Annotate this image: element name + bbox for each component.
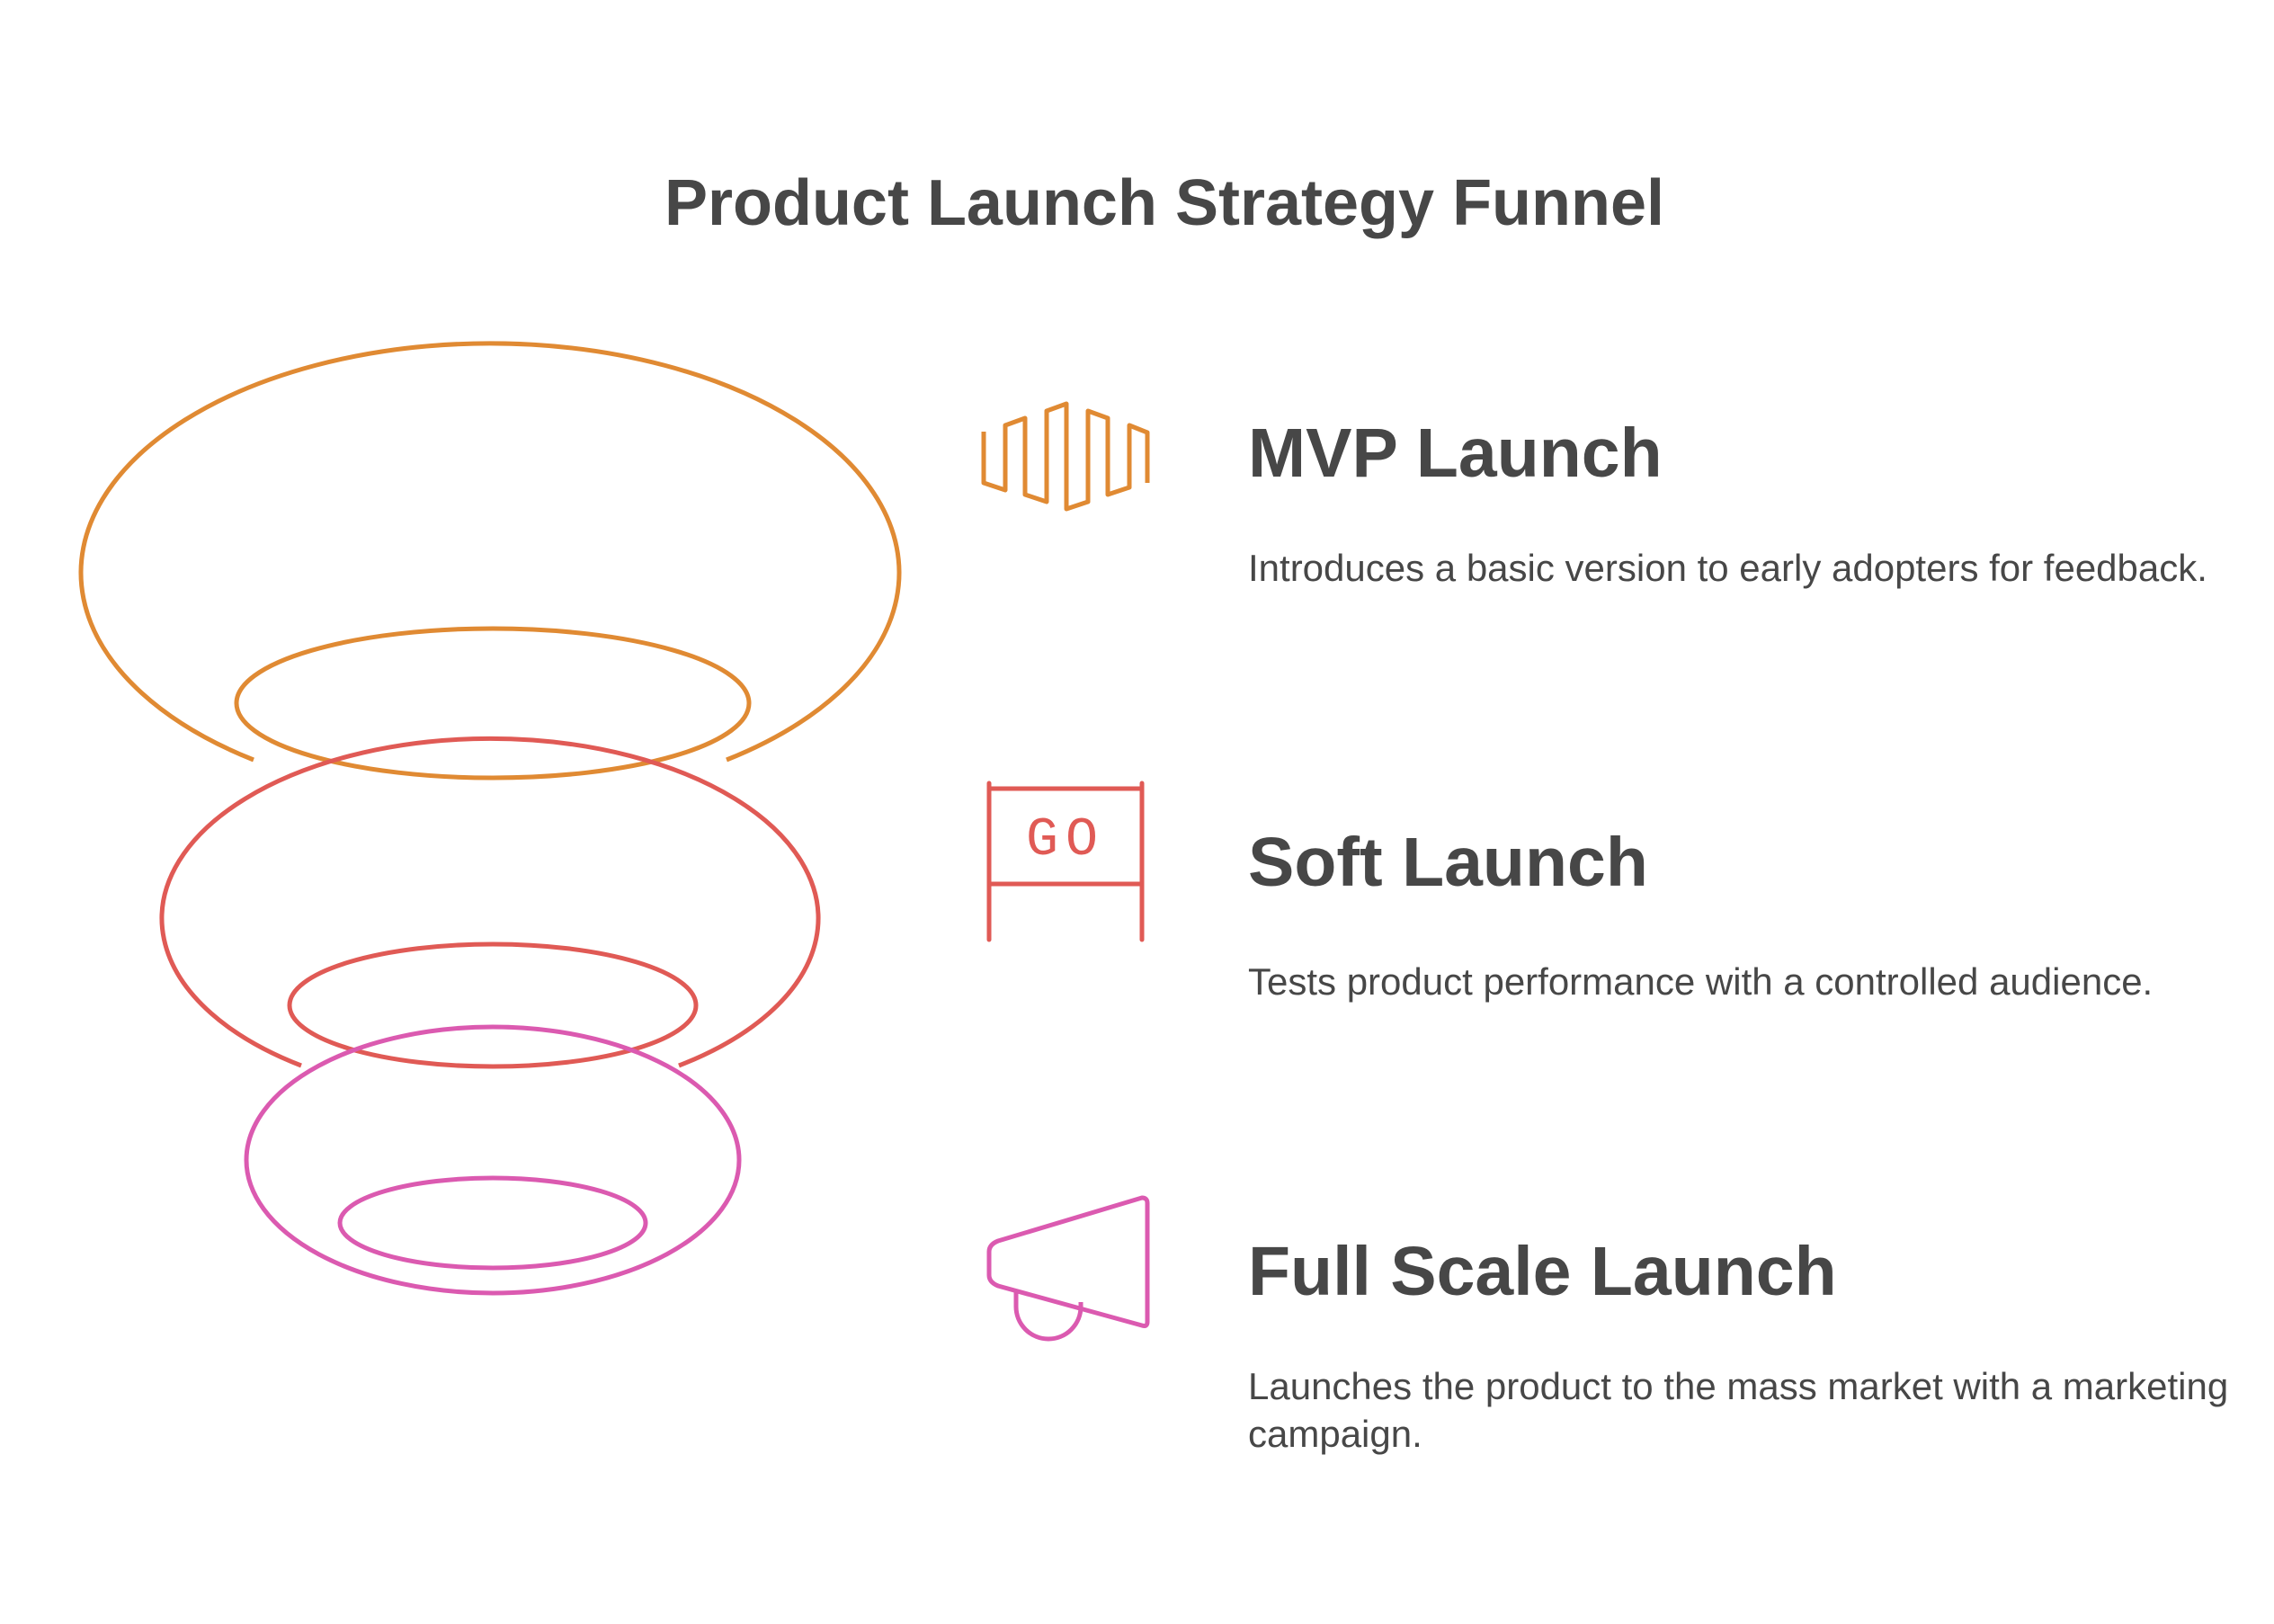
funnel-ring-soft-inner: [287, 941, 699, 1069]
funnel-ring-mvp: [78, 341, 902, 781]
funnel: [78, 341, 902, 1296]
stage-description-mvp: Introduces a basic version to early adop…: [1248, 547, 2207, 589]
megaphone-icon: [986, 1195, 1150, 1342]
funnel-ring-full-inner: [337, 1175, 648, 1271]
funnel-ring-soft: [159, 736, 821, 1069]
go-sign-icon: GO: [986, 781, 1145, 942]
waveform-icon: [981, 401, 1150, 512]
diagram-title: Product Launch Strategy Funnel: [664, 167, 1665, 239]
stage-description-full: Launches the product to the mass market …: [1248, 1365, 2229, 1455]
funnel-ring-full: [244, 1024, 742, 1296]
stage-description-soft: Tests product performance with a control…: [1248, 960, 2154, 1003]
funnel-ring-mvp-inner: [234, 626, 752, 781]
stage-title-soft: Soft Launch: [1248, 824, 1648, 901]
stage-title-full: Full Scale Launch: [1248, 1233, 1837, 1310]
go-sign-text: GO: [1026, 810, 1105, 871]
stage-title-mvp: MVP Launch: [1248, 415, 1663, 492]
